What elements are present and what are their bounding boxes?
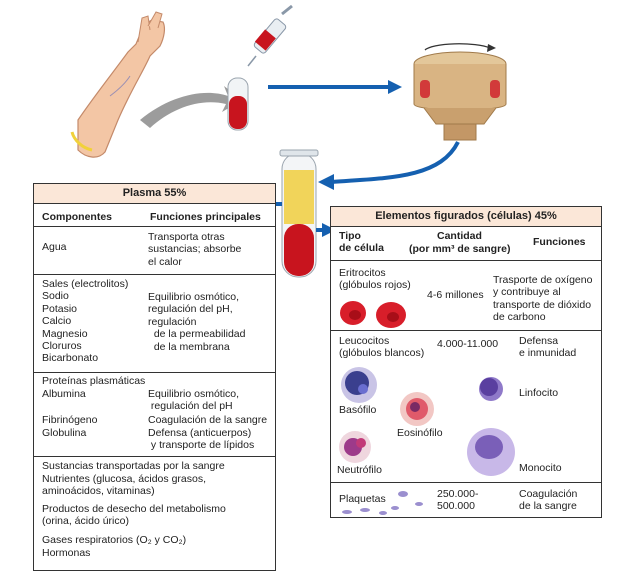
cell-illustrations <box>339 301 515 515</box>
plasma-salts: Sales (electrolitos) Sodio Potasio Calci… <box>42 278 129 365</box>
plasma-proteins-header: Proteínas plasmáticas <box>42 375 146 387</box>
plasma-water: Agua <box>42 241 67 253</box>
lymphocyte-image <box>479 377 503 401</box>
platelets-name: Plaquetas <box>339 493 386 505</box>
formed-col-type: Tipo de célula <box>339 230 384 255</box>
leukocytes-function: Defensa e inmunidad <box>519 335 577 360</box>
plasma-albumin-function: Equilibrio osmótico, regulación del pH <box>148 388 240 413</box>
plasma-transported-header: Sustancias transportadas por la sangre <box>42 460 225 472</box>
plasma-wastes: Productos de desecho del metabolismo (or… <box>42 503 226 528</box>
plasma-water-function: Transporta otras sustancias; absorbe el … <box>148 231 242 268</box>
monocyte-image <box>467 428 515 476</box>
platelets-function: Coagulación de la sangre <box>519 488 578 513</box>
plasma-nutrients: Nutrientes (glucosa, ácidos grasos, amin… <box>42 473 206 498</box>
eosinophil-label: Eosinófilo <box>397 427 443 439</box>
plasma-globulin-function: Defensa (anticuerpos) y transporte de lí… <box>148 427 255 452</box>
arm-illustration <box>70 11 166 158</box>
neutrophil-label: Neutrófilo <box>337 464 382 476</box>
formed-col-count-2: (por mm³ de sangre) <box>409 243 511 255</box>
lymphocyte-label: Linfocito <box>519 387 559 399</box>
leukocytes-count: 4.000-11.000 <box>437 338 499 350</box>
monocyte-label: Monocito <box>519 462 562 474</box>
formed-title: Elementos figurados (células) 45% <box>331 207 601 227</box>
plasma-table: Plasma 55% Componentes Funciones princip… <box>33 183 276 571</box>
red-blood-cells-image <box>340 301 406 328</box>
blue-arrow-2 <box>318 141 460 190</box>
plasma-title: Plasma 55% <box>34 184 275 204</box>
plasma-globulin: Globulina <box>42 427 87 439</box>
syringe-illustration <box>247 4 293 67</box>
platelets-image <box>342 491 423 515</box>
basophil-label: Basófilo <box>339 404 377 416</box>
separated-tube <box>279 149 319 278</box>
erythrocytes-function: Trasporte de oxígeno y contribuye al tra… <box>493 274 593 324</box>
centrifuge-illustration <box>413 43 507 141</box>
formed-col-functions: Funciones <box>533 236 586 248</box>
eosinophil-image <box>400 392 434 426</box>
gray-arrow <box>140 86 242 128</box>
plasma-col-components: Componentes <box>42 211 113 223</box>
erythrocytes-count: 4-6 millones <box>427 289 484 301</box>
plasma-hormones: Hormonas <box>42 547 91 559</box>
plasma-gases: Gases respiratorios (O₂ y CO₂) <box>42 534 187 546</box>
erythrocytes-name: Eritrocitos (glóbulos rojos) <box>339 267 411 292</box>
blue-arrow-1 <box>268 80 402 94</box>
platelets-count: 250.000- 500.000 <box>437 488 479 513</box>
plasma-col-functions: Funciones principales <box>150 211 261 223</box>
plasma-fibrinogen: Fibrinógeno <box>42 414 98 426</box>
neutrophil-image <box>339 431 371 463</box>
plasma-fibrinogen-function: Coagulación de la sangre <box>148 414 268 426</box>
formed-col-count-1: Cantidad <box>437 230 482 242</box>
blood-tube-small <box>227 77 249 131</box>
plasma-salts-function: Equilibrio osmótico, regulación del pH, … <box>148 291 246 353</box>
blue-arrow-right <box>316 223 336 237</box>
basophil-image <box>341 367 377 403</box>
leukocytes-name: Leucocitos (glóbulos blancos) <box>339 335 425 360</box>
plasma-albumin: Albumina <box>42 388 86 400</box>
formed-elements-table: Elementos figurados (células) 45% Tipo d… <box>330 206 602 518</box>
